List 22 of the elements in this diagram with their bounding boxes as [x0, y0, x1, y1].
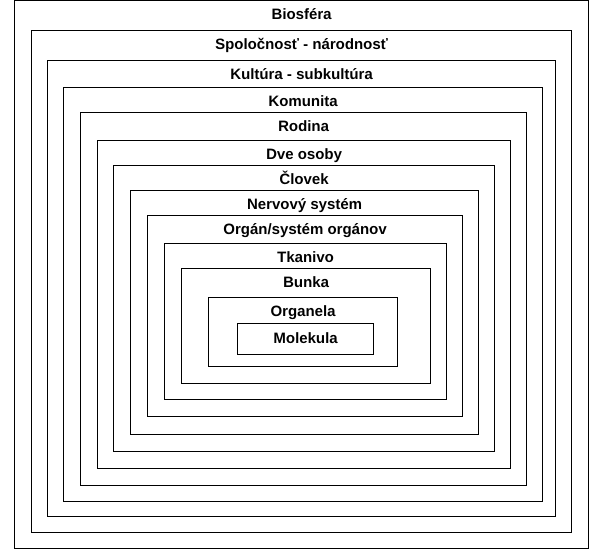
level-label: Orgán/systém orgánov [223, 221, 387, 239]
level-label: Rodina [278, 118, 329, 136]
nested-box [147, 215, 463, 417]
nested-box [130, 190, 479, 435]
level-label: Dve osoby [266, 146, 342, 164]
level-label: Bunka [283, 274, 329, 292]
level-label: Kultúra - subkultúra [230, 66, 373, 84]
level-label: Spoločnosť - národnosť [215, 36, 388, 54]
level-label: Komunita [268, 93, 338, 111]
level-label: Človek [279, 171, 329, 189]
level-label: Biosféra [271, 6, 332, 24]
nested-box [181, 268, 431, 384]
nested-box [97, 140, 511, 469]
level-label: Nervový systém [246, 196, 362, 214]
nested-box [164, 243, 447, 400]
level-label: Organela [270, 303, 336, 321]
nested-box [237, 323, 374, 355]
nested-box [80, 112, 527, 486]
level-label: Molekula [273, 330, 338, 348]
nested-box [208, 297, 398, 367]
nested-box [113, 165, 495, 452]
level-label: Tkanivo [277, 249, 334, 267]
